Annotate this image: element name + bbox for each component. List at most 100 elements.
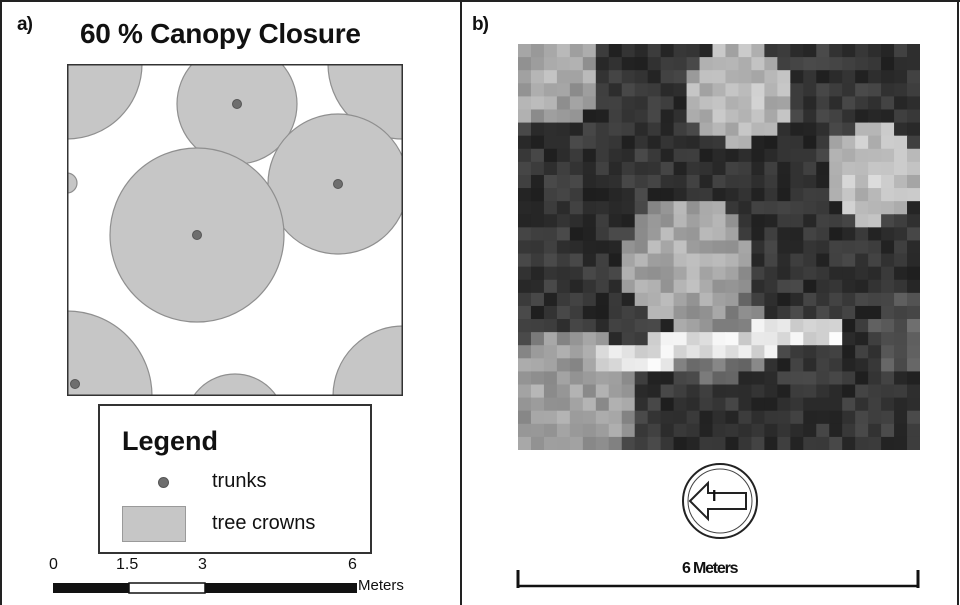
raster-pixel (738, 266, 753, 281)
raster-pixel (595, 96, 610, 111)
raster-pixel (881, 109, 895, 124)
raster-pixel (582, 227, 597, 242)
raster-pixel (518, 57, 532, 71)
raster-pixel (647, 214, 662, 228)
raster-pixel (855, 227, 869, 242)
raster-pixel (751, 214, 765, 228)
raster-pixel (712, 161, 727, 176)
raster-pixel (647, 188, 662, 202)
raster-pixel (686, 44, 701, 58)
north-arrow (682, 463, 758, 539)
raster-pixel (647, 174, 662, 189)
raster-pixel (647, 148, 662, 163)
raster-pixel (751, 57, 765, 71)
raster-pixel (829, 201, 843, 215)
raster-pixel (556, 397, 571, 412)
raster-pixel (530, 292, 545, 307)
raster-pixel (894, 436, 908, 450)
raster-pixel (634, 319, 649, 333)
raster-pixel (829, 148, 843, 163)
raster-pixel (686, 436, 701, 450)
raster-pixel (621, 57, 636, 71)
raster-pixel (673, 227, 688, 242)
raster-pixel (725, 319, 740, 333)
raster-pixel (518, 227, 532, 242)
raster-pixel (777, 174, 791, 189)
raster-pixel (556, 305, 571, 320)
raster-pixel (518, 122, 532, 137)
raster-pixel (621, 397, 636, 412)
raster-pixel (790, 122, 804, 137)
raster-pixel (751, 371, 765, 386)
raster-pixel (816, 436, 830, 450)
raster-pixel (894, 161, 908, 176)
raster-pixel (907, 188, 920, 202)
raster-pixel (907, 240, 920, 255)
raster-pixel (530, 122, 545, 137)
raster-pixel (868, 397, 882, 412)
raster-pixel (621, 135, 636, 150)
scale-bar-label: 6 Meters (682, 560, 739, 577)
raster-pixel (582, 161, 597, 176)
raster-pixel (777, 148, 791, 163)
raster-pixel (894, 384, 908, 399)
raster-pixel (660, 266, 675, 281)
raster-pixel (660, 174, 675, 189)
raster-pixel (595, 423, 610, 438)
raster-pixel (634, 135, 649, 150)
raster-pixel (686, 240, 701, 255)
raster-pixel (738, 384, 753, 399)
raster-pixel (790, 332, 804, 346)
raster-pixel (660, 305, 675, 320)
raster-pixel (777, 358, 791, 373)
raster-pixel (738, 83, 753, 97)
raster-pixel (634, 227, 649, 242)
raster-pixel (595, 148, 610, 163)
raster-pixel (725, 266, 740, 281)
raster-pixel (881, 371, 895, 386)
raster-pixel (803, 292, 817, 307)
raster-pixel (712, 332, 727, 346)
raster-pixel (530, 148, 545, 163)
raster-pixel (543, 57, 558, 71)
raster-pixel (699, 319, 714, 333)
raster-pixel (673, 214, 688, 228)
raster-pixel (894, 397, 908, 412)
raster-pixel (842, 410, 856, 425)
raster-pixel (712, 292, 727, 307)
crowns-legend-label: tree crowns (212, 512, 316, 534)
raster-pixel (543, 371, 558, 386)
raster-pixel (569, 227, 584, 242)
raster-pixel (751, 227, 765, 242)
raster-pixel (777, 345, 791, 359)
raster-pixel (790, 305, 804, 320)
raster-pixel (595, 70, 610, 84)
raster-pixel (660, 253, 675, 268)
raster-pixel (518, 358, 532, 373)
raster-pixel (725, 240, 740, 255)
raster-pixel (712, 188, 727, 202)
raster-pixel (881, 410, 895, 425)
raster-pixel (647, 266, 662, 281)
raster-pixel (647, 345, 662, 359)
raster-pixel (686, 358, 701, 373)
raster-pixel (855, 397, 869, 412)
raster-pixel (751, 70, 765, 84)
raster-pixel (660, 319, 675, 333)
raster-pixel (764, 148, 778, 163)
raster-pixel (855, 201, 869, 215)
raster-pixel (699, 240, 714, 255)
raster-pixel (881, 161, 895, 176)
raster-pixel (621, 436, 636, 450)
raster-pixel (647, 83, 662, 97)
raster-pixel (764, 57, 778, 71)
raster-pixel (777, 214, 791, 228)
raster-pixel (634, 253, 649, 268)
raster-pixel (699, 358, 714, 373)
raster-pixel (543, 135, 558, 150)
raster-pixel (816, 410, 830, 425)
raster-pixel (790, 109, 804, 124)
raster-pixel (660, 57, 675, 71)
raster-pixel (712, 109, 727, 124)
